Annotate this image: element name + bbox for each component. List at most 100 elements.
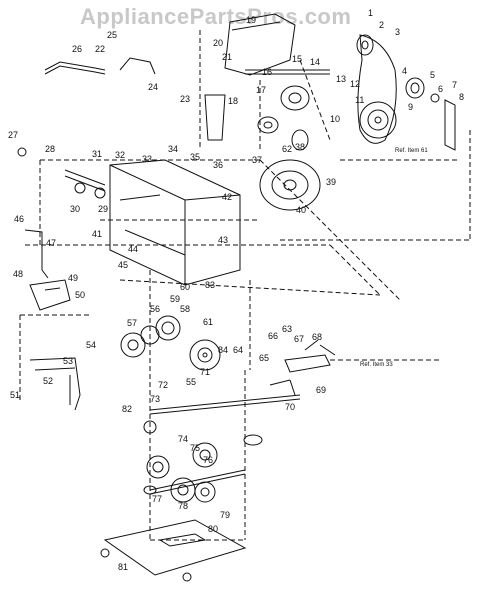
callout-35: 35 (190, 152, 200, 162)
callout-12: 12 (350, 79, 360, 89)
drive-pulley-belt (259, 159, 321, 211)
callout-38: 38 (295, 142, 305, 152)
idler-pulley (405, 77, 425, 99)
callout-31: 31 (92, 149, 102, 159)
callout-37: 37 (252, 155, 262, 165)
callout-82: 82 (122, 404, 132, 414)
callout-21: 21 (222, 52, 232, 62)
callout-49: 49 (68, 273, 78, 283)
callout-63: 63 (282, 324, 292, 334)
callout-19: 19 (246, 15, 256, 25)
callout-10: 10 (330, 114, 340, 124)
engine-pulley (280, 85, 310, 111)
callout-74: 74 (178, 434, 188, 444)
callout-64: 64 (233, 345, 243, 355)
reference-label-item-61: Ref. Item 61 (395, 148, 428, 154)
callout-72: 72 (158, 380, 168, 390)
callout-24: 24 (148, 82, 158, 92)
callout-17: 17 (256, 85, 266, 95)
callout-56: 56 (150, 304, 160, 314)
callout-7: 7 (452, 80, 457, 90)
callout-67: 67 (294, 334, 304, 344)
control-rod (44, 61, 106, 71)
callout-69: 69 (316, 385, 326, 395)
shift-link (29, 357, 81, 411)
callout-43: 43 (218, 235, 228, 245)
callout-40: 40 (296, 205, 306, 215)
callout-54: 54 (86, 340, 96, 350)
drive-shaft (149, 394, 301, 411)
callout-6: 6 (438, 84, 443, 94)
callout-51: 51 (10, 390, 20, 400)
callout-29: 29 (98, 204, 108, 214)
callout-2: 2 (379, 20, 384, 30)
gear (155, 315, 181, 341)
callout-70: 70 (285, 402, 295, 412)
callout-13: 13 (336, 74, 346, 84)
callout-58: 58 (180, 304, 190, 314)
callout-80: 80 (208, 524, 218, 534)
callout-18: 18 (228, 96, 238, 106)
callout-71: 71 (200, 367, 210, 377)
callout-16: 16 (262, 67, 272, 77)
callout-28: 28 (45, 144, 55, 154)
callout-1: 1 (368, 8, 373, 18)
callout-46: 46 (14, 214, 24, 224)
callout-20: 20 (213, 38, 223, 48)
callout-41: 41 (92, 229, 102, 239)
callout-52: 52 (43, 376, 53, 386)
callout-77: 77 (152, 494, 162, 504)
clutch-arm (284, 354, 331, 373)
callout-22: 22 (95, 44, 105, 54)
bracket (204, 94, 226, 141)
callout-75: 75 (190, 443, 200, 453)
large-pulley (359, 101, 397, 139)
callout-57: 57 (127, 318, 137, 328)
callout-65: 65 (259, 353, 269, 363)
callout-39: 39 (326, 177, 336, 187)
callout-47: 47 (46, 238, 56, 248)
callout-76: 76 (203, 455, 213, 465)
callout-79: 79 (220, 510, 230, 520)
callout-4: 4 (402, 66, 407, 76)
callout-9: 9 (408, 102, 413, 112)
callout-14: 14 (310, 57, 320, 67)
shift-lever (24, 229, 49, 279)
top-pulley (356, 34, 374, 56)
callout-78: 78 (178, 501, 188, 511)
main-frame (109, 159, 241, 286)
lever-bracket (29, 279, 71, 311)
callout-8: 8 (459, 92, 464, 102)
watermark: AppliancePartsPros.com (80, 4, 352, 29)
callout-25: 25 (107, 30, 117, 40)
callout-5: 5 (430, 70, 435, 80)
callout-30: 30 (70, 204, 80, 214)
dashed-assembly-lines (19, 30, 471, 541)
friction-wheel (189, 339, 221, 371)
callout-3: 3 (395, 27, 400, 37)
idler-bracket (444, 99, 456, 151)
callout-42: 42 (222, 192, 232, 202)
callout-62: 62 (282, 144, 292, 154)
bearing (243, 434, 263, 446)
callout-50: 50 (75, 290, 85, 300)
callout-33: 33 (142, 154, 152, 164)
callout-26: 26 (72, 44, 82, 54)
callout-53: 53 (63, 356, 73, 366)
callout-23: 23 (180, 94, 190, 104)
callout-61: 61 (203, 317, 213, 327)
callout-27: 27 (8, 130, 18, 140)
callout-11: 11 (355, 95, 364, 105)
callout-59: 59 (170, 294, 180, 304)
callout-66: 66 (268, 331, 278, 341)
drive-belt (357, 34, 397, 144)
reference-label-item-33: Ref. Item 33 (360, 362, 393, 368)
callout-48: 48 (13, 269, 23, 279)
callout-81: 81 (118, 562, 128, 572)
callout-83: 83 (205, 280, 215, 290)
callout-55: 55 (186, 377, 196, 387)
hex-shaft (64, 169, 106, 186)
callout-15: 15 (292, 54, 302, 64)
